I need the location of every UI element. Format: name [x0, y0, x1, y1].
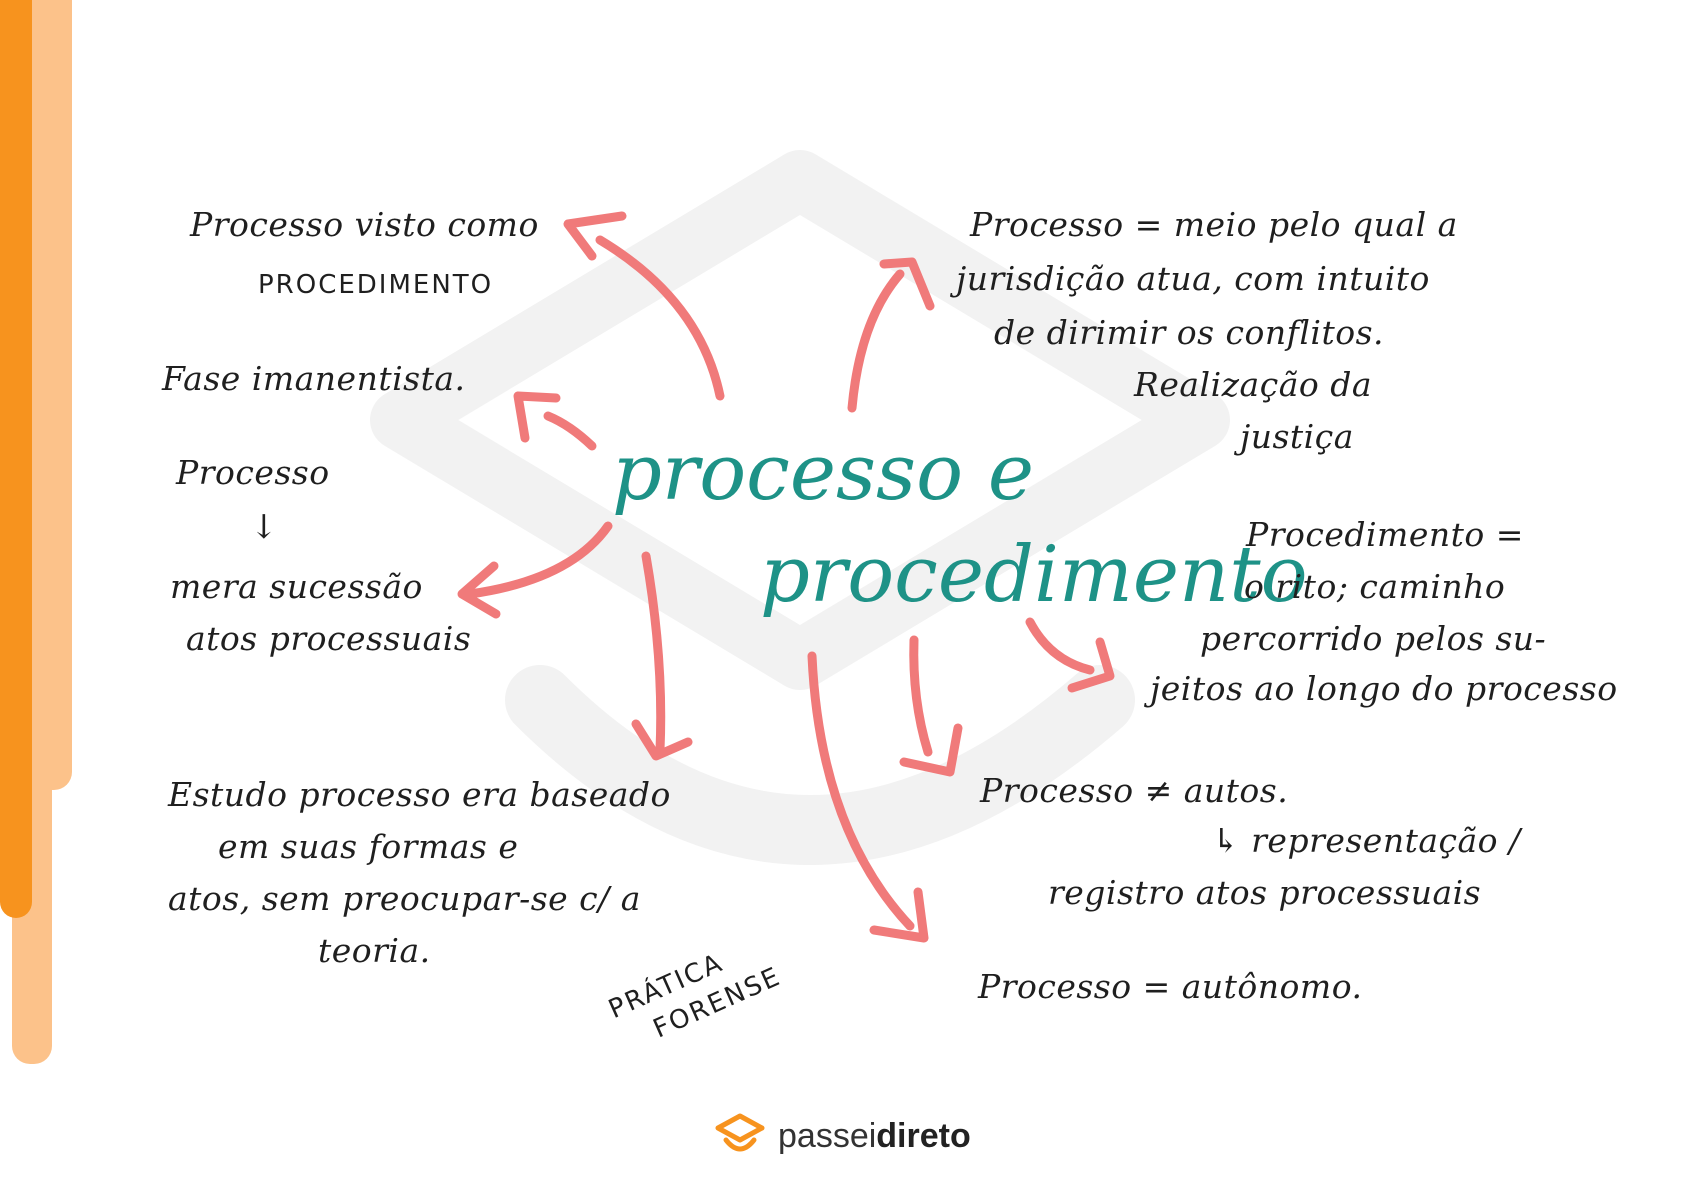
note-meio-line3: de dirimir os conflitos.	[994, 313, 1385, 352]
passeidireto-logo: passeidireto	[712, 1112, 971, 1160]
note-sucessao-line2: mera sucessão	[170, 567, 423, 606]
central-title-line2: procedimento	[760, 530, 1308, 620]
note-fase-imanentista: Fase imanentista.	[162, 359, 466, 398]
note-estudo-line4: teoria.	[318, 931, 431, 970]
arrow-to-fase	[543, 411, 597, 451]
arrow-to-processo-autonomo	[807, 651, 915, 931]
logo-text-suffix: direto	[876, 1116, 971, 1155]
arrowhead-processo-autonomo	[869, 887, 929, 943]
note-estudo-line2: em suas formas e	[218, 827, 519, 866]
note-autos-line2: ↳ representação /	[1212, 821, 1521, 860]
note-autos-line3: registro atos processuais	[1048, 873, 1482, 912]
note-estudo-line1: Estudo processo era baseado	[168, 775, 671, 814]
note-rito-line3: percorrido pelos su-	[1200, 619, 1547, 658]
logo-text: passeidireto	[778, 1117, 971, 1156]
central-title-line1: processo e	[612, 428, 1034, 518]
arrow-to-procedimento-rito	[1025, 617, 1095, 675]
note-autos-line1: Processo ≠ autos.	[980, 771, 1289, 810]
arrowhead-procedimento-visto	[563, 211, 627, 261]
arrow-to-processo-autos	[909, 635, 933, 757]
arrow-to-processo-meio	[847, 269, 905, 413]
logo-text-prefix: passei	[778, 1116, 877, 1155]
note-sucessao-line3: atos processuais	[186, 619, 472, 658]
note-procedimento-visto-line1: Processo visto como	[190, 205, 539, 244]
decorative-stripe-dark	[0, 0, 32, 918]
note-rito-line2: o rito; caminho	[1244, 567, 1506, 606]
arrowhead-processo-meio	[879, 257, 935, 311]
note-procedimento-visto-line2: PROCEDIMENTO	[258, 270, 494, 300]
note-meio-line5: justiça	[1240, 417, 1354, 456]
note-sucessao-line1: Processo	[176, 453, 330, 492]
arrow-to-procedimento-visto	[595, 235, 725, 401]
note-rito-line1: Procedimento =	[1246, 515, 1524, 554]
down-arrow-icon: ↓	[250, 507, 279, 546]
decorative-stripe-light-inner	[34, 0, 72, 790]
arrow-to-estudo	[641, 551, 666, 755]
arrowhead-procedimento-rito	[1067, 637, 1115, 693]
arrow-to-sucessao	[465, 521, 613, 599]
note-rito-line4: jeitos ao longo do processo	[1150, 669, 1618, 708]
note-meio-line2: jurisdição atua, com intuito	[956, 259, 1430, 298]
arrowhead-estudo	[631, 719, 693, 761]
note-meio-line1: Processo = meio pelo qual a	[970, 205, 1458, 244]
arrowhead-processo-autos	[899, 723, 963, 777]
note-processo-autonomo: Processo = autônomo.	[978, 967, 1363, 1006]
note-estudo-line3: atos, sem preocupar-se c/ a	[168, 879, 641, 918]
graduation-cap-icon	[715, 1113, 765, 1152]
note-meio-line4: Realização da	[1134, 365, 1373, 404]
arrowhead-sucessao	[457, 561, 501, 619]
arrowhead-fase	[513, 391, 561, 443]
